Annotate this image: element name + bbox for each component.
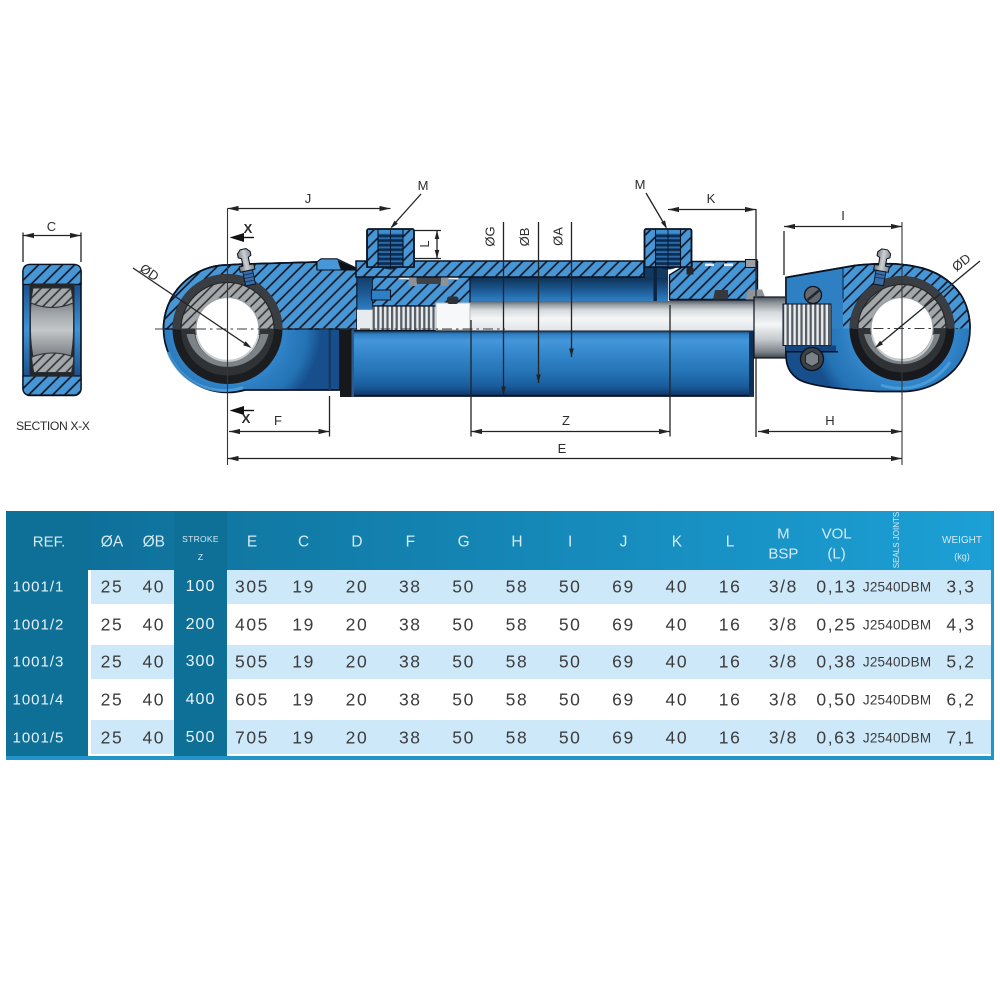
svg-text:E: E bbox=[558, 441, 567, 456]
svg-text:L: L bbox=[417, 240, 432, 247]
svg-text:Z: Z bbox=[562, 413, 570, 428]
svg-text:ØD: ØD bbox=[949, 251, 974, 275]
svg-text:X: X bbox=[242, 411, 251, 426]
svg-text:ØD: ØD bbox=[137, 261, 162, 284]
svg-text:F: F bbox=[274, 413, 282, 428]
svg-text:SECTION X-X: SECTION X-X bbox=[16, 419, 90, 433]
svg-text:ØG: ØG bbox=[483, 226, 498, 246]
svg-text:J: J bbox=[305, 191, 312, 206]
svg-text:ØA: ØA bbox=[551, 227, 566, 246]
svg-text:H: H bbox=[825, 413, 834, 428]
svg-text:ØB: ØB bbox=[517, 228, 532, 247]
svg-text:X: X bbox=[244, 221, 253, 236]
svg-text:K: K bbox=[707, 191, 716, 206]
svg-text:I: I bbox=[841, 208, 845, 223]
svg-text:M: M bbox=[418, 178, 429, 193]
svg-text:C: C bbox=[47, 219, 56, 234]
svg-text:M: M bbox=[635, 177, 646, 192]
